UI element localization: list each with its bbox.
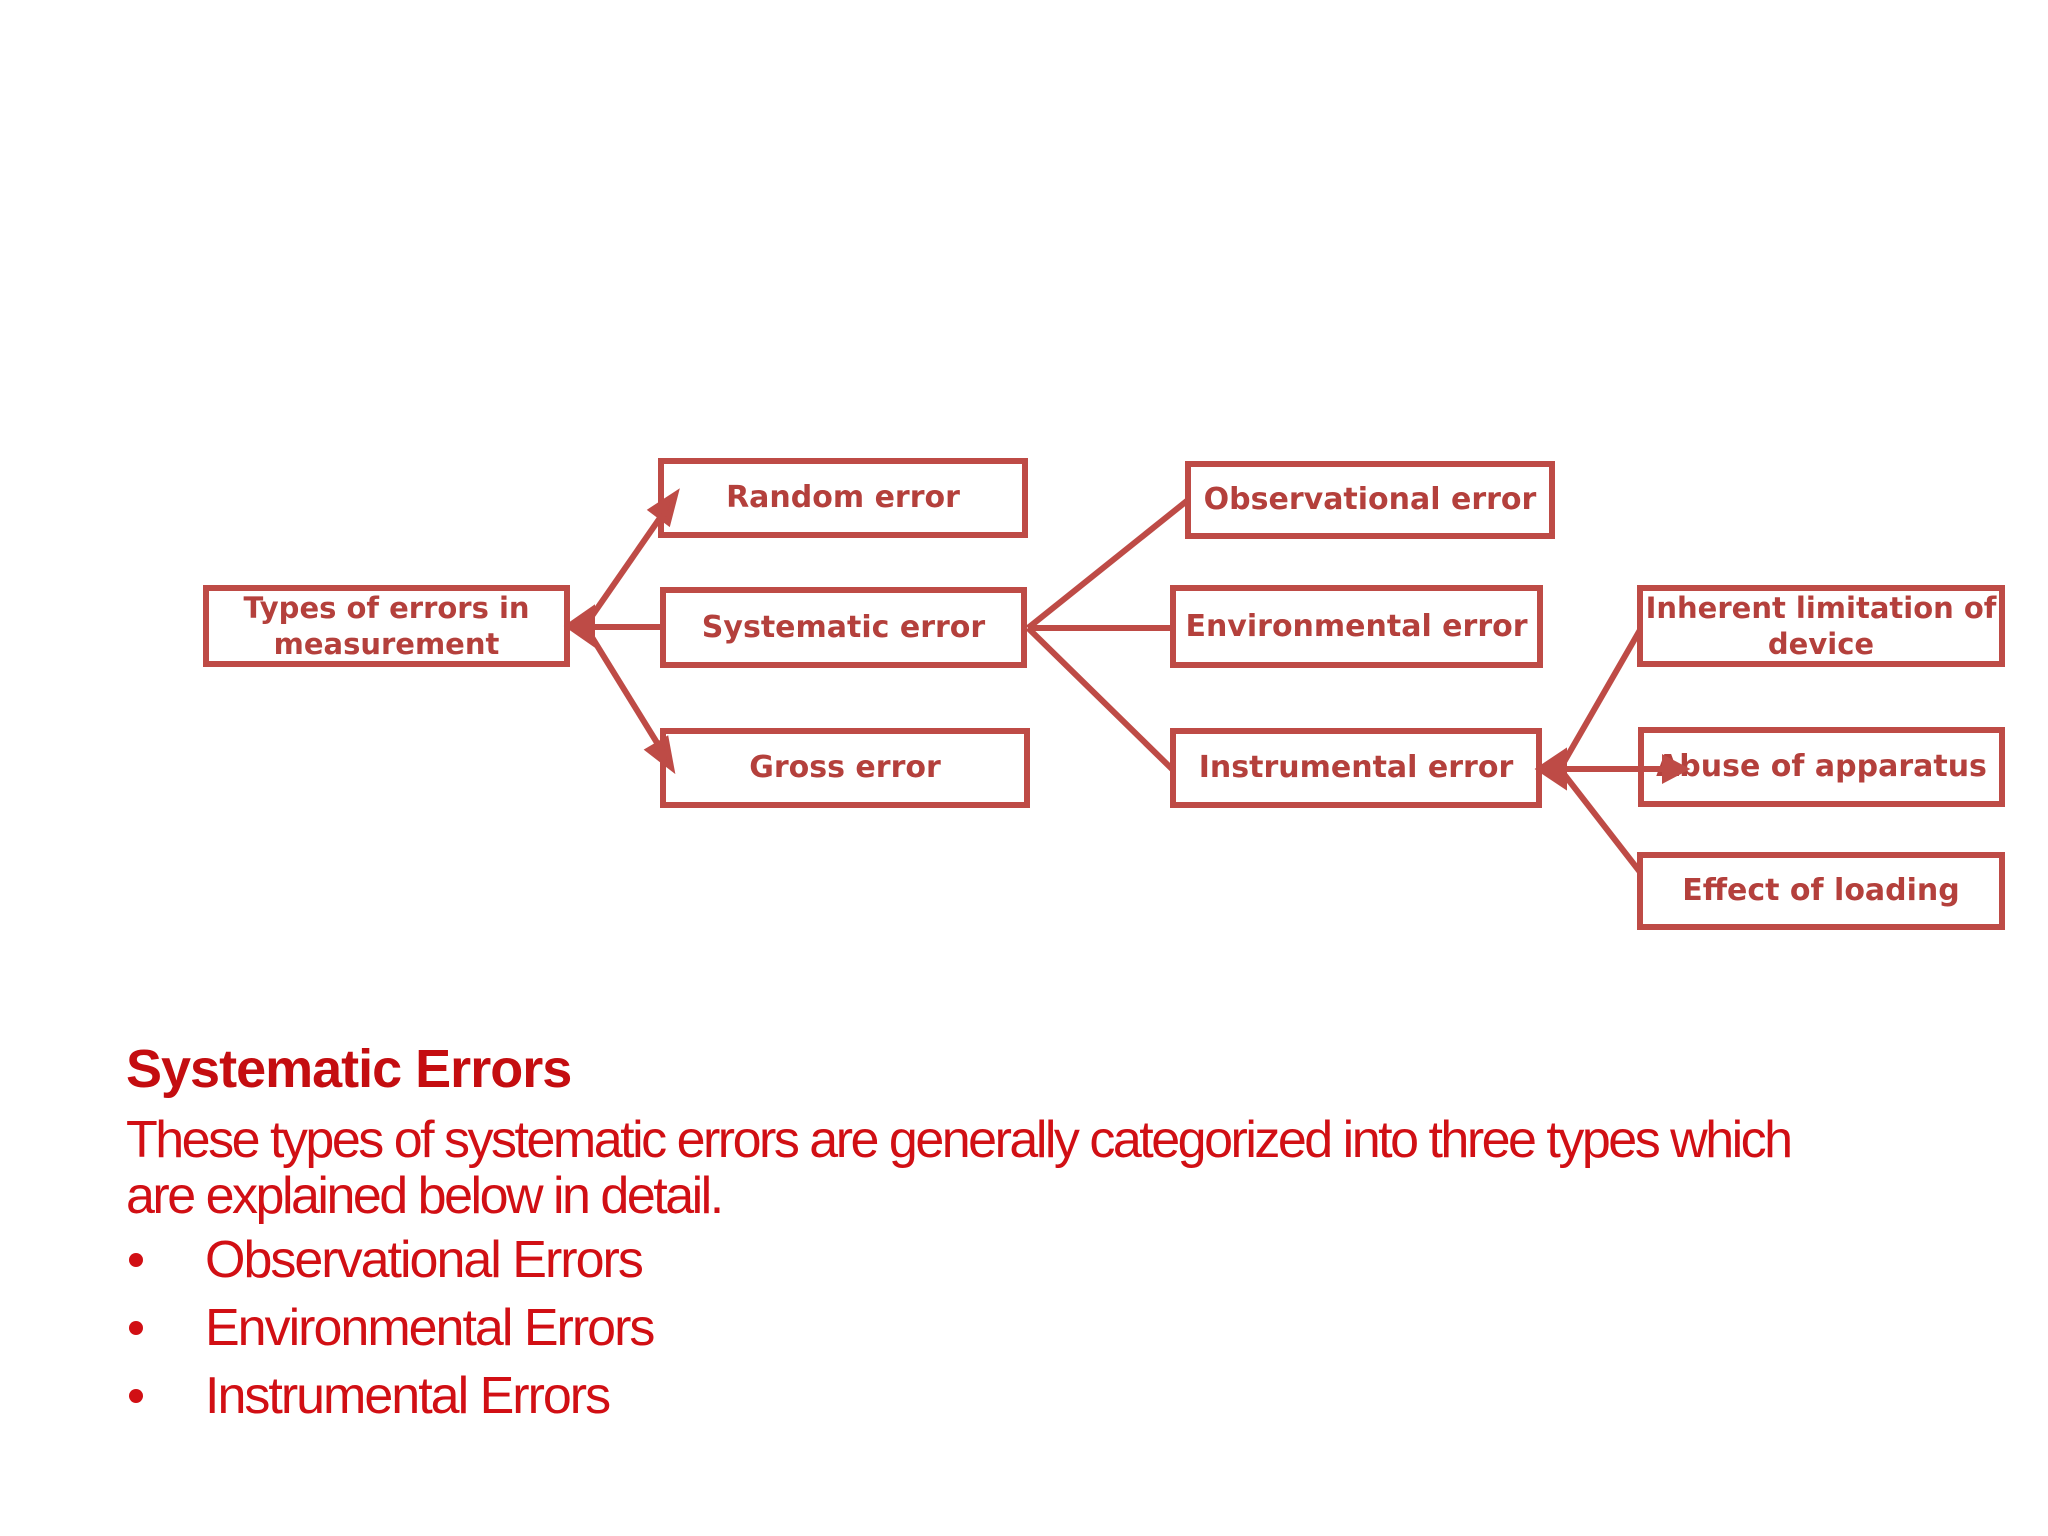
paragraph-line: These types of systematic errors are gen…	[126, 1111, 1793, 1169]
box-label: Environmental error	[1185, 608, 1528, 644]
bullet-label: Observational Errors	[205, 1231, 644, 1289]
box-label: Abuse of apparatus	[1656, 749, 1987, 784]
bullet-label: Instrumental Errors	[205, 1367, 611, 1425]
box-label: Gross error	[749, 750, 941, 785]
box-label: Instrumental error	[1198, 750, 1514, 785]
section-heading: Systematic Errors	[126, 1039, 572, 1099]
connector-systematic-observational	[1026, 497, 1190, 631]
bullet-item-instrumental: Instrumental Errors	[126, 1367, 611, 1425]
box-gross-error: Gross error	[660, 728, 1030, 808]
arrowhead-instrumental-junction	[1534, 747, 1567, 791]
connector-instrumental-inherent	[1557, 628, 1643, 771]
box-label: Types of errors in	[243, 591, 530, 625]
box-abuse-of-apparatus: Abuse of apparatus	[1638, 727, 2005, 807]
box-label: Inherent limitation of	[1645, 591, 1997, 625]
box-observational-error: Observational error	[1185, 461, 1555, 539]
box-label: Observational error	[1203, 482, 1537, 517]
bullet-dot	[129, 1321, 143, 1335]
box-inherent-limitation: Inherent limitation of device	[1637, 585, 2005, 667]
connector-types-gross	[582, 624, 662, 748]
box-label: Systematic error	[701, 609, 986, 645]
box-environmental-error: Environmental error	[1170, 585, 1543, 668]
section-paragraph: These types of systematic errors are gen…	[126, 1111, 1793, 1225]
connector-types-random	[582, 513, 665, 628]
box-label: measurement	[273, 627, 500, 661]
paragraph-line: are explained below in detail.	[126, 1167, 724, 1225]
bullet-item-environmental: Environmental Errors	[126, 1299, 655, 1357]
connector-instrumental-effect	[1557, 767, 1643, 874]
arrowhead-types-junction	[563, 604, 595, 648]
bullet-dot	[129, 1253, 143, 1267]
box-systematic-error: Systematic error	[660, 587, 1027, 668]
box-label: Effect of loading	[1682, 873, 1960, 908]
box-types-of-errors: Types of errors in measurement	[203, 585, 570, 667]
box-label: device	[1767, 627, 1875, 661]
bullet-label: Environmental Errors	[205, 1299, 655, 1357]
box-effect-of-loading: Effect of loading	[1637, 852, 2005, 930]
bullet-dot	[129, 1389, 143, 1403]
bullet-item-observational: Observational Errors	[126, 1231, 644, 1289]
box-label: Random error	[726, 480, 960, 515]
box-instrumental-error: Instrumental error	[1170, 728, 1542, 808]
box-random-error: Random error	[658, 458, 1028, 538]
connector-systematic-instrumental	[1025, 625, 1176, 773]
